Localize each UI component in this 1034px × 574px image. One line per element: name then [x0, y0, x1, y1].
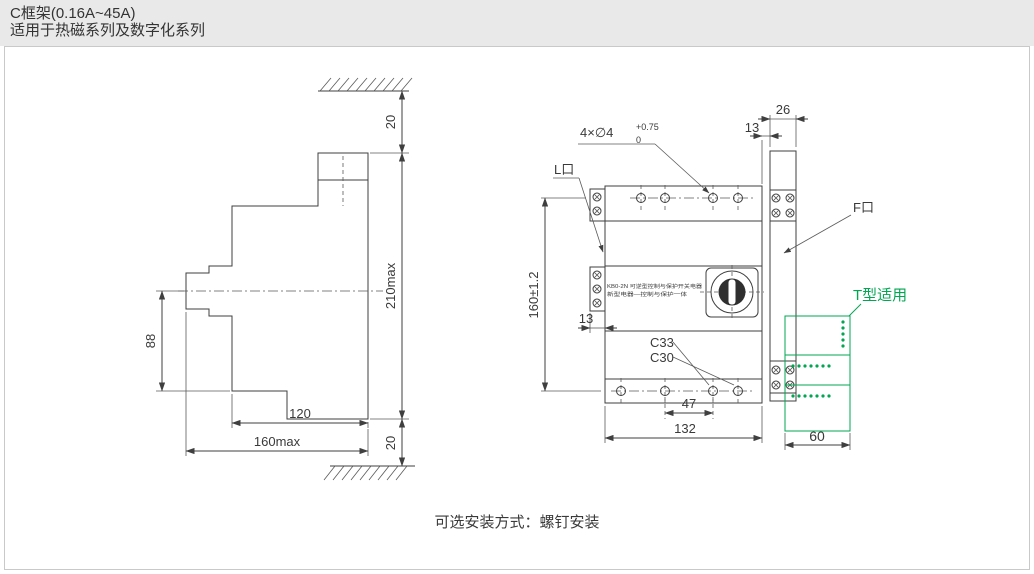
hole-note: 4×∅4	[580, 125, 613, 140]
frame-subtitle: 适用于热磁系列及数字化系列	[10, 22, 206, 39]
mounting-caption: 可选安装方式：螺钉安装	[434, 514, 599, 531]
dim-47: 47	[664, 396, 714, 419]
drawing-panel: 20 210max 20 88 120	[4, 46, 1030, 570]
device-face-text: KB0-2N 可逆型控制与保护开关电器 新型电器—控制与保护一体	[607, 283, 702, 298]
dim-47-label: 47	[682, 396, 696, 411]
dim-160max-label: 160max	[254, 434, 301, 449]
left-terminal-blocks	[589, 188, 606, 312]
front-view: KB0-2N 可逆型控制与保护开关电器 新型电器—控制与保护一体	[526, 102, 907, 450]
screw-icon	[592, 192, 602, 216]
dim-13-left-label: 13	[579, 311, 593, 326]
l-port-callout: L口	[553, 162, 604, 253]
dim-120-label: 120	[289, 406, 311, 421]
dim-26-label: 26	[776, 102, 790, 117]
terminal-callouts: C33 C30	[650, 335, 735, 386]
face-line-2: 新型电器—控制与保护一体	[607, 291, 687, 298]
t-type-adapter: T型适用	[784, 287, 907, 432]
dim-26: 26	[758, 102, 808, 147]
dim-132: 132	[604, 406, 763, 443]
hatch-bottom	[323, 465, 415, 481]
hole-tol-sup: +0.75	[636, 122, 659, 132]
hole-callout: 4×∅4 +0.75 0	[578, 122, 710, 194]
screw-icon	[771, 193, 795, 390]
screw-icon	[592, 270, 602, 308]
dim-120: 120	[231, 394, 369, 428]
mounting-holes-top	[630, 185, 753, 212]
dim-13-left: 13	[578, 311, 617, 333]
dim-132-label: 132	[674, 421, 696, 436]
t-type-label: T型适用	[853, 287, 907, 304]
f-port-label: F口	[853, 200, 874, 215]
dim-88: 88	[143, 290, 230, 392]
dim-60-label: 60	[809, 428, 825, 444]
dim-160max: 160max	[185, 312, 369, 456]
frame-title: C框架(0.16A~45A)	[10, 5, 136, 22]
dim-13-top: 13	[745, 120, 782, 184]
right-mounting-strip	[769, 150, 797, 402]
c33-label: C33	[650, 335, 674, 350]
f-port-callout: F口	[783, 200, 874, 254]
l-port-label: L口	[554, 162, 574, 177]
c30-label: C30	[650, 350, 674, 365]
hole-tol-sub: 0	[636, 135, 641, 145]
breaker-front-outline	[604, 185, 763, 404]
page-header: C框架(0.16A~45A) 适用于热磁系列及数字化系列	[0, 0, 1034, 46]
dim-top-gap: 20	[383, 115, 398, 129]
dim-160-label: 160±1.2	[526, 272, 541, 319]
breaker-side-outline	[178, 152, 383, 420]
dim-160: 160±1.2	[526, 197, 601, 392]
dim-13-top-label: 13	[745, 120, 759, 135]
dim-bottom-gap: 20	[383, 436, 398, 450]
dim-60: 60	[784, 428, 851, 450]
t-type-pins	[791, 320, 845, 398]
side-view: 20 210max 20 88 120	[143, 77, 415, 481]
dim-chain-right: 20 210max 20	[370, 90, 409, 467]
rotary-handle	[700, 265, 764, 319]
hatch-top	[318, 77, 413, 92]
technical-drawing: 20 210max 20 88 120	[143, 77, 907, 531]
face-line-1: KB0-2N 可逆型控制与保护开关电器	[607, 283, 702, 290]
dim-88-label: 88	[143, 334, 158, 348]
dim-height-210max: 210max	[383, 262, 398, 309]
